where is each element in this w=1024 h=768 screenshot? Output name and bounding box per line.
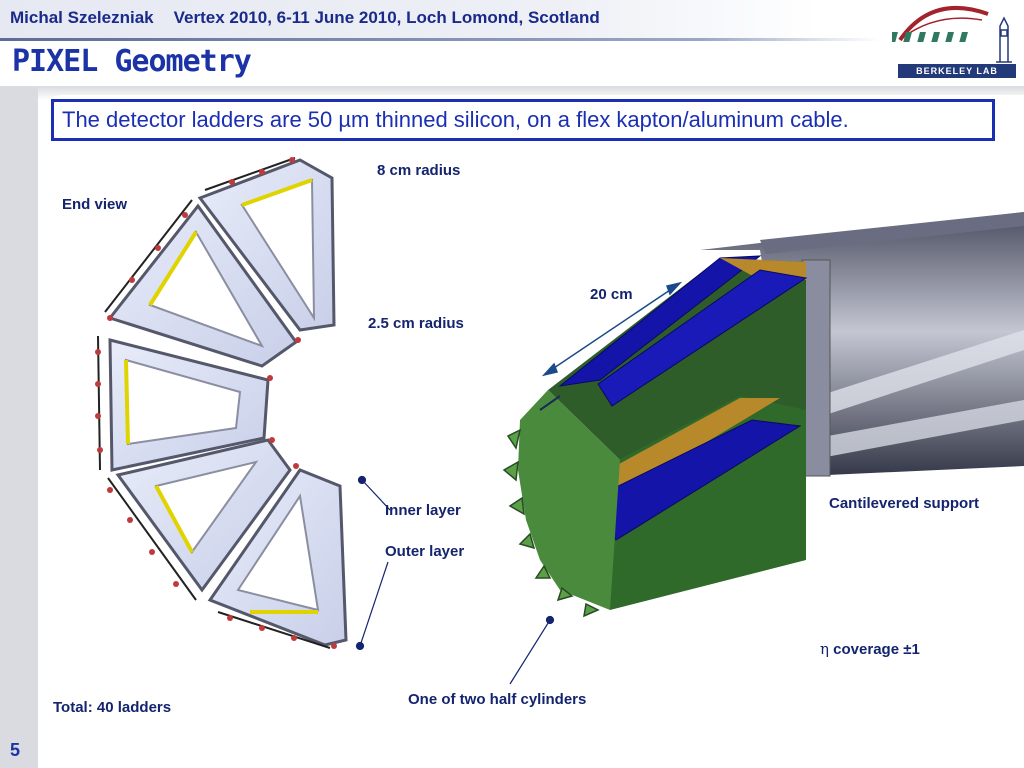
callout-box [51, 99, 995, 141]
half-cylinders-label: One of two half cylinders [408, 691, 587, 708]
length-label: 20 cm [590, 286, 633, 303]
logo-wordmark: BERKELEY LAB [898, 64, 1016, 78]
total-ladders-label: Total: 40 ladders [53, 699, 172, 716]
header-rule [0, 38, 880, 41]
half-cylinder-leader [509, 615, 555, 685]
berkeley-lab-logo [892, 6, 1012, 63]
length-arrow [541, 281, 683, 377]
callout-text: The detector ladders are 50 µm thinned s… [62, 107, 849, 132]
cantilevered-support-label: Cantilevered support [829, 495, 980, 512]
page-title: PIXEL Geometry [12, 44, 252, 79]
layer-leaders [355, 475, 391, 651]
outer-layer-label: Outer layer [385, 543, 465, 560]
author-name: Michal Szelezniak [10, 8, 154, 27]
eta-coverage-text: coverage ±1 [833, 641, 920, 658]
slide-number: 5 [10, 740, 21, 760]
eta-coverage-label: η coverage ±1 [820, 640, 920, 658]
header-bar [0, 0, 1024, 38]
end-view-drawing [95, 157, 348, 649]
radius-inner-label: 2.5 cm radius [368, 315, 464, 332]
inner-layer-label: Inner layer [385, 502, 461, 519]
support-end-face [518, 390, 620, 610]
radius-outer-label: 8 cm radius [377, 162, 461, 179]
conference-name: Vertex 2010, 6-11 June 2010, Loch Lomond… [173, 8, 600, 27]
end-view-label: End view [62, 196, 128, 213]
half-cylinder-drawing [502, 212, 1024, 618]
left-sidebar [0, 86, 38, 768]
eta-symbol: η [820, 640, 829, 658]
header-text: Michal Szelezniak Vertex 2010, 6-11 June … [10, 8, 600, 28]
